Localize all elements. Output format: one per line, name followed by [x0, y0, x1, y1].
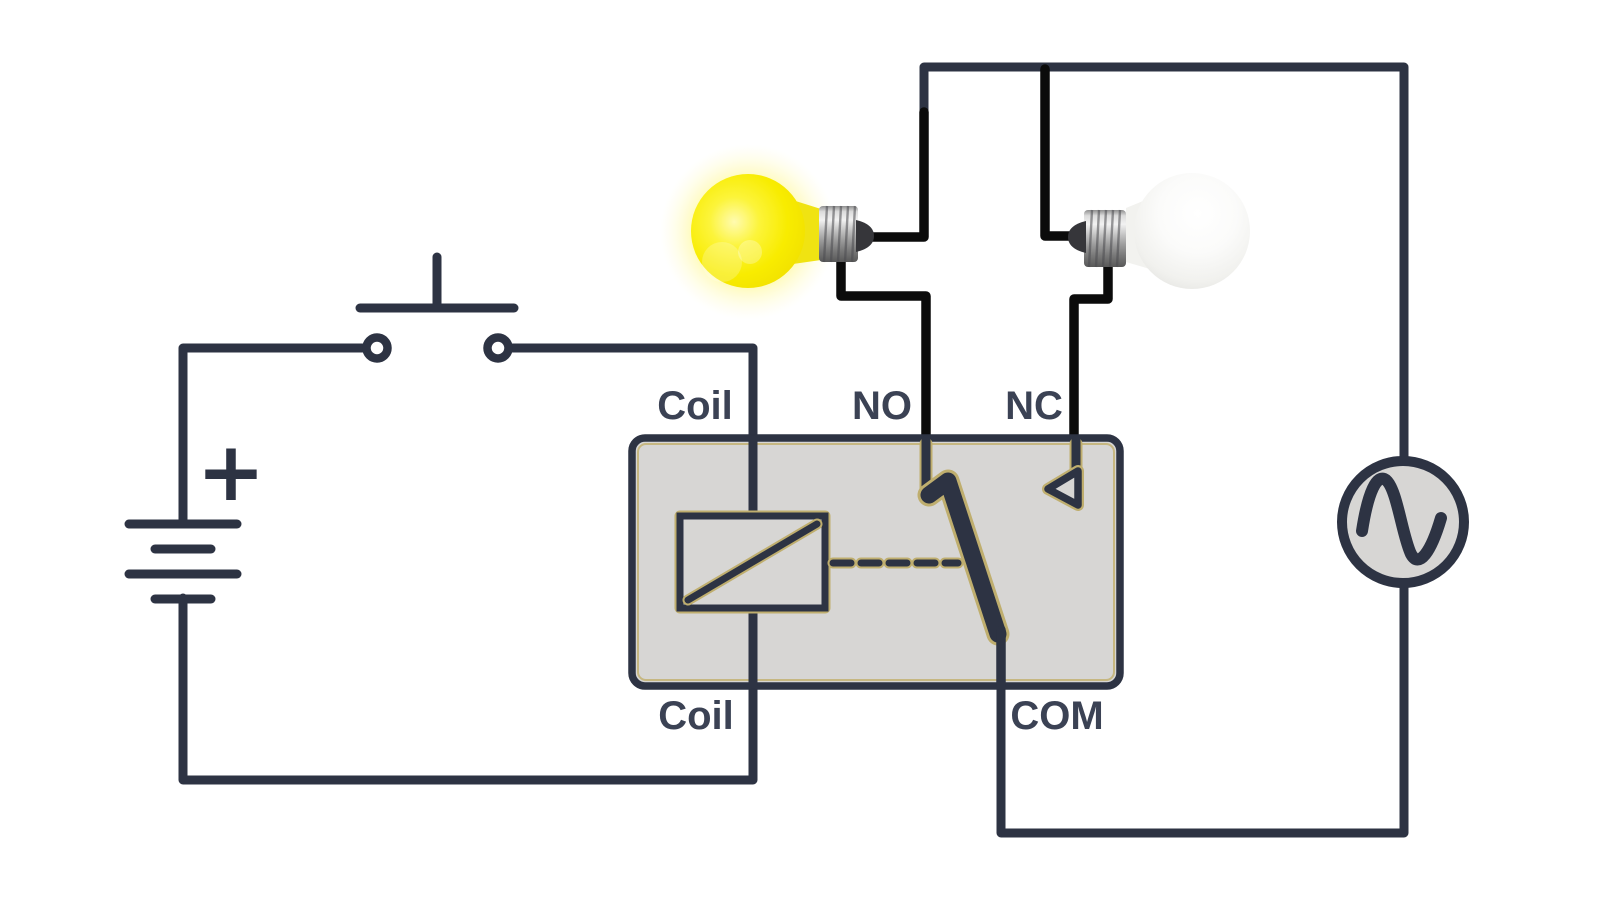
push-button-terminal-left	[362, 333, 392, 363]
lit-bulb-top-wire	[867, 107, 929, 242]
ac-sine-icon	[1356, 472, 1447, 566]
push-button-terminal-right	[483, 333, 513, 363]
circuit-wires	[178, 62, 1409, 838]
battery: +	[124, 425, 266, 604]
nc-contact-triangle	[1044, 467, 1082, 509]
relay-labels: Coil NO NC Coil COM	[657, 384, 1103, 738]
bulb-lit-tip-contact	[856, 220, 874, 252]
bulb-lit-highlight-2	[738, 240, 762, 264]
coil-to-battery-wire	[178, 593, 758, 785]
bulb-lit-highlight-1	[702, 242, 742, 282]
ac-to-com-wire	[996, 579, 1409, 838]
bulb-lit-screw-threads	[822, 205, 857, 263]
bulb-branch-wires	[836, 64, 1113, 448]
com-label: COM	[1010, 694, 1103, 738]
bulb-lit	[660, 144, 874, 320]
bulb-lit-globe	[691, 174, 805, 288]
relay-armature	[920, 472, 1007, 643]
lit-bulb-to-no-wire	[836, 256, 931, 448]
bulb-unlit-tip-contact	[1068, 221, 1086, 253]
relay-inner-outline	[637, 443, 1115, 681]
coil-top-label: Coil	[657, 384, 733, 428]
unlit-bulb-to-nc-wire	[1069, 259, 1113, 448]
top-rail-wire	[919, 62, 1409, 467]
bulb-unlit-screw-threads	[1087, 209, 1122, 268]
push-button	[355, 252, 519, 363]
bulb-unlit	[1068, 173, 1250, 289]
unlit-bulb-top-wire	[1040, 64, 1075, 241]
button-to-coil-wire	[505, 343, 758, 449]
no-label: NO	[852, 384, 912, 428]
nc-label: NC	[1005, 384, 1063, 428]
coil-diagonal	[684, 520, 821, 604]
battery-positive-sign: +	[197, 425, 266, 520]
bulb-unlit-globe	[1134, 173, 1250, 289]
battery-to-button-wire	[178, 343, 371, 529]
coil-bottom-label: Coil	[658, 694, 734, 738]
relay	[628, 434, 1124, 691]
ac-source	[1337, 456, 1469, 588]
